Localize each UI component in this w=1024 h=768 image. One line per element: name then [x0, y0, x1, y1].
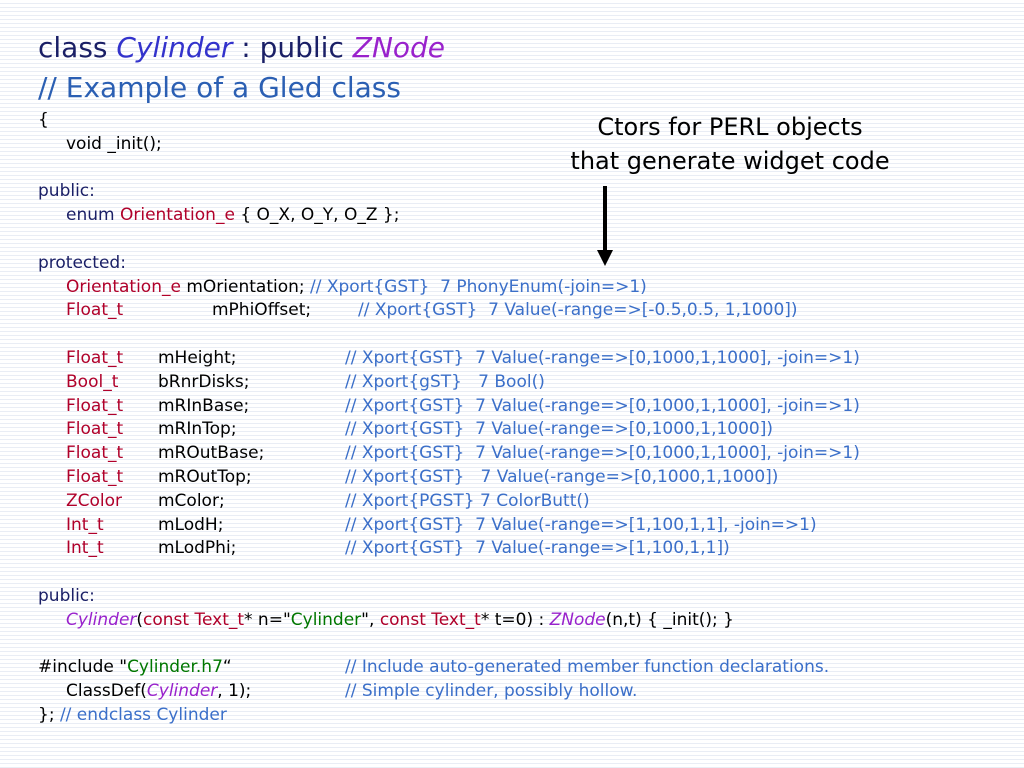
member-name: mROutBase;	[158, 443, 265, 464]
protected-label: protected:	[38, 252, 126, 273]
open-brace: {	[38, 110, 49, 130]
member-type: Float_t	[66, 300, 124, 321]
ctor-param: * n="	[244, 609, 291, 630]
member-name: bRnrDisks;	[158, 371, 250, 392]
include-file: Cylinder.h7	[127, 657, 223, 678]
member-name: mRInTop;	[158, 419, 237, 440]
ctor-param-type: const Text_t	[379, 609, 481, 630]
member-comment: // Xport{GST} 7 Value(-range=>[0,1000,1,…	[345, 347, 860, 368]
title-separator: : public	[241, 31, 344, 64]
member-comment: // Xport{GST} 7 Value(-range=>[1,100,1,1…	[345, 514, 817, 535]
member-comment: // Xport{gST} 7 Bool()	[345, 371, 545, 392]
annotation-callout: Ctors for PERL objects that generate wid…	[520, 110, 940, 178]
annotation-line-2: that generate widget code	[570, 147, 890, 175]
member-type: Int_t	[66, 514, 104, 535]
member-comment: // Xport{GST} 7 Value(-range=>[0,1000,1,…	[345, 395, 860, 416]
member-type: Float_t	[66, 347, 124, 368]
member-type: Float_t	[66, 466, 124, 487]
enum-body: { O_X, O_Y, O_Z };	[240, 205, 400, 226]
title-line-2: // Example of a Gled class	[38, 71, 401, 104]
member-name: mROutTop;	[158, 466, 252, 487]
annotation-line-1: Ctors for PERL objects	[597, 113, 863, 141]
include-directive: #include "	[38, 657, 128, 678]
member-name: mPhiOffset;	[212, 300, 312, 321]
classdef-macro: ClassDef(	[66, 681, 147, 702]
ctor-body: (n,t) { _init(); }	[605, 609, 734, 630]
member-comment: // Xport{GST} 7 Value(-range=>[0,1000,1,…	[345, 419, 773, 440]
classdef-name: Cylinder	[146, 681, 218, 702]
public-label: public:	[38, 585, 95, 606]
ctor-name: Cylinder	[66, 609, 137, 630]
init-declaration: void _init();	[66, 133, 162, 154]
slide-title: class Cylinder : public ZNode// Example …	[38, 28, 445, 108]
member-name: mLodH;	[158, 514, 224, 535]
ctor-param: * t=0) :	[480, 609, 550, 630]
member-comment: // Xport{GST} 7 PhonyEnum(-join=>1)	[310, 276, 647, 297]
title-class-keyword: class	[38, 31, 108, 64]
endclass-comment: // endclass Cylinder	[59, 704, 227, 725]
member-name: mHeight;	[158, 347, 237, 368]
ctor-default-string: Cylinder	[290, 609, 362, 630]
classdef-comment: // Simple cylinder, possibly hollow.	[345, 681, 638, 702]
title-class-name: Cylinder	[116, 31, 233, 64]
down-arrow-icon	[597, 186, 613, 266]
member-comment: // Xport{GST} 7 Value(-range=>[0,1000,1,…	[345, 443, 860, 464]
ctor-base-class: ZNode	[549, 609, 606, 630]
member-type: Bool_t	[66, 371, 119, 392]
member-type: Float_t	[66, 395, 124, 416]
member-name: mColor;	[158, 490, 225, 511]
ctor-separator: ",	[361, 609, 380, 630]
member-type: ZColor	[66, 490, 123, 511]
member-comment: // Xport{GST} 7 Value(-range=>[-0.5,0.5,…	[358, 300, 798, 321]
include-quote: “	[222, 657, 232, 678]
member-comment: // Xport{PGST} 7 ColorButt()	[345, 490, 590, 511]
member-name: mRInBase;	[158, 395, 250, 416]
member-type: Orientation_e	[66, 276, 181, 297]
member-comment: // Xport{GST} 7 Value(-range=>[1,100,1,1…	[345, 538, 730, 559]
title-line-1: class Cylinder : public ZNode	[38, 28, 445, 68]
close-brace: };	[38, 704, 55, 725]
title-base-class: ZNode	[352, 31, 446, 64]
ctor-param-type: const Text_t	[143, 609, 245, 630]
member-name: mOrientation;	[186, 276, 305, 297]
public-label: public:	[38, 181, 95, 202]
member-type: Int_t	[66, 538, 104, 559]
enum-name: Orientation_e	[119, 205, 235, 226]
member-type: Float_t	[66, 443, 124, 464]
member-comment: // Xport{GST} 7 Value(-range=>[0,1000,1,…	[345, 466, 779, 487]
ctor-paren: (	[136, 609, 144, 630]
member-name: mLodPhi;	[158, 538, 237, 559]
enum-keyword: enum	[66, 205, 115, 226]
include-comment: // Include auto-generated member functio…	[345, 657, 830, 678]
classdef-args: , 1);	[217, 681, 252, 702]
member-type: Float_t	[66, 419, 124, 440]
